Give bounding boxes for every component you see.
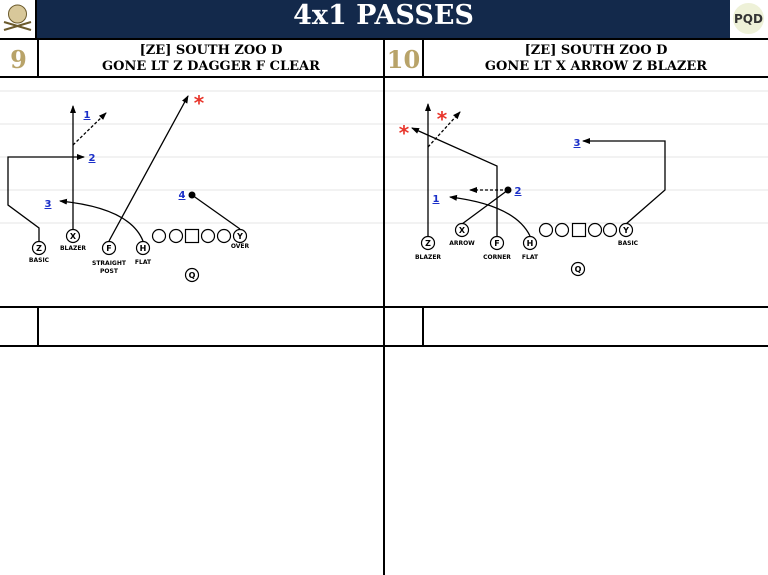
route-label-y: BASIC [618, 240, 639, 247]
play-number: 9 [10, 45, 27, 74]
route-label-z: BLAZER [415, 254, 441, 261]
divider [0, 76, 768, 78]
player-q: Q [575, 265, 582, 274]
play-title: [ZE] SOUTH ZOO D GONE LT Z DAGGER F CLEA… [39, 43, 383, 75]
player-h: H [140, 244, 147, 253]
player-x: X [70, 232, 77, 241]
route-z-option [427, 111, 461, 148]
route-h [449, 194, 531, 237]
route-x-option [72, 112, 107, 146]
route-y [191, 194, 241, 230]
primary-star: * [194, 91, 205, 115]
secondary-star: * [437, 107, 448, 131]
route-label-f: POST [100, 268, 119, 275]
play-concept: GONE LT X ARROW Z BLAZER [484, 59, 708, 74]
route-x [461, 189, 509, 225]
route-label-f: CORNER [483, 254, 511, 261]
player-y: Y [236, 232, 243, 241]
play-diagram-9: Z X F H Y Q BASIC BLAZER STRAIGHT POST F… [0, 90, 383, 283]
player-z: Z [36, 244, 42, 253]
divider [0, 306, 768, 308]
read-number: 2 [515, 186, 522, 197]
play-concept: GONE LT Z DAGGER F CLEAR [102, 59, 320, 74]
route-label-x: ARROW [449, 240, 475, 247]
route-label-f: STRAIGHT [92, 260, 127, 267]
route-y [582, 138, 666, 225]
pqd-badge: PQD [730, 0, 768, 38]
route-h [59, 198, 144, 242]
divider [37, 308, 39, 345]
team-logo [0, 0, 37, 38]
play-diagram-10: Z X F H Y Q BLAZER ARROW CORNER FLAT BAS… [385, 90, 768, 277]
player-z: Z [425, 239, 431, 248]
play-title: [ZE] SOUTH ZOO D GONE LT X ARROW Z BLAZE… [424, 43, 768, 75]
route-z [7, 154, 85, 241]
player-q: Q [189, 271, 196, 280]
read-number: 3 [574, 138, 581, 149]
route-label-z: BASIC [29, 257, 50, 264]
player-f: F [494, 239, 499, 248]
player-y: Y [622, 226, 629, 235]
play-formation: [ZE] SOUTH ZOO D [139, 43, 283, 58]
pqd-badge-text: PQD [733, 3, 764, 34]
read-number: 2 [89, 153, 96, 164]
read-dot [504, 186, 512, 194]
divider [422, 38, 424, 76]
read-dot [188, 191, 196, 199]
read-number: 3 [45, 199, 52, 210]
player-h: H [527, 239, 534, 248]
play-formation: [ZE] SOUTH ZOO D [524, 43, 668, 58]
read-number: 1 [433, 194, 440, 205]
route-label-h: FLAT [135, 259, 152, 266]
read-number: 4 [179, 190, 186, 201]
divider [37, 38, 39, 76]
divider [422, 308, 424, 345]
header-bar [0, 0, 768, 38]
player-f: F [106, 244, 111, 253]
route-label-h: FLAT [522, 254, 539, 261]
read-number: 1 [84, 110, 91, 121]
player-x: X [459, 226, 466, 235]
route-label-y: OVER [231, 243, 250, 250]
primary-star: * [399, 121, 410, 145]
play-number: 10 [386, 45, 421, 74]
route-f [108, 95, 189, 242]
page-title: 4x1 PASSES [293, 0, 474, 31]
divider [0, 345, 768, 347]
route-label-x: BLAZER [60, 245, 86, 252]
route-f [411, 127, 498, 236]
